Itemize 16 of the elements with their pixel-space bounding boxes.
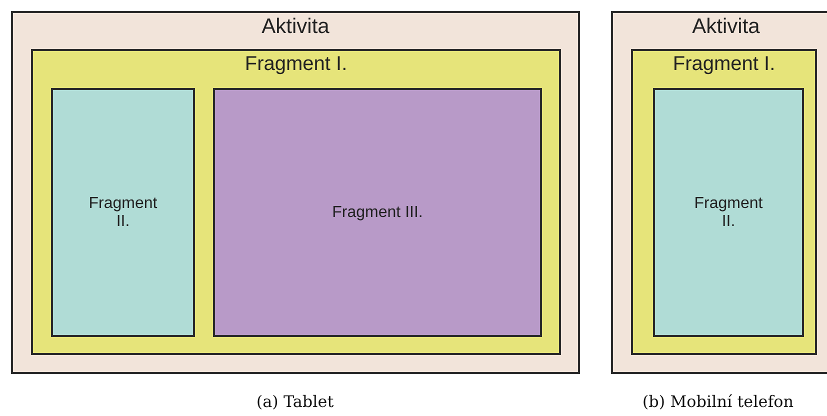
- container-box: [611, 11, 827, 374]
- panel-caption: (a) Tablet: [256, 392, 334, 411]
- container-box: [631, 49, 817, 355]
- box-label: Fragment II.: [88, 194, 158, 230]
- container-box: [31, 49, 561, 355]
- box-title: Aktivita: [692, 15, 760, 39]
- fragment-box: [51, 88, 195, 337]
- panel-caption: (b) Mobilní telefon: [642, 392, 794, 411]
- box-title: Fragment I.: [672, 53, 776, 76]
- box-title: Fragment I.: [244, 53, 348, 76]
- box-label: Fragment II.: [693, 194, 764, 230]
- box-label: Fragment III.: [332, 204, 423, 222]
- fragment-box: [213, 88, 542, 337]
- fragment-box: [653, 88, 804, 337]
- container-box: [11, 11, 580, 374]
- box-title: Aktivita: [262, 15, 330, 39]
